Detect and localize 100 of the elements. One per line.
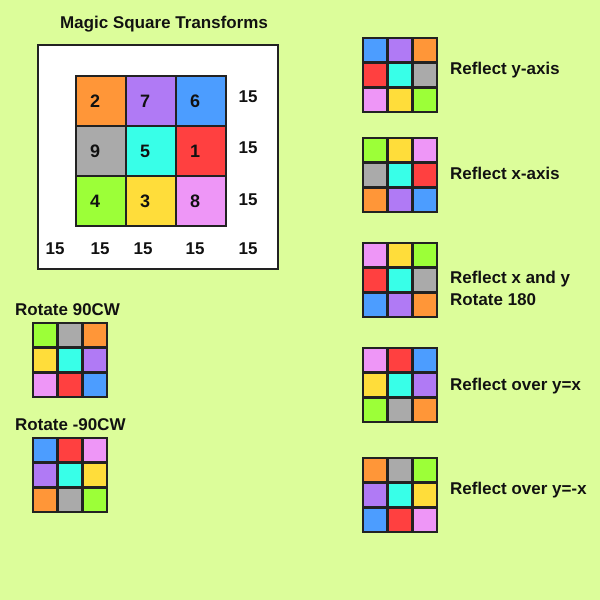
grid-cell	[387, 372, 413, 398]
grid-cell	[387, 187, 413, 213]
cell-number: 7	[140, 91, 150, 111]
grid-cell	[412, 87, 438, 113]
grid-cell	[82, 462, 108, 488]
grid-cell	[362, 347, 388, 373]
grid-cell	[82, 372, 108, 398]
sum-label: 15	[134, 239, 152, 259]
grid-cell	[57, 347, 83, 373]
grid-cell	[32, 462, 58, 488]
grid-cell	[75, 125, 127, 177]
grid-cell	[387, 267, 413, 293]
transform-label: Reflect over y=-x	[450, 478, 587, 500]
grid-cell	[362, 267, 388, 293]
grid-cell	[362, 62, 388, 88]
transform-label: Reflect x-axis	[450, 163, 560, 185]
cell-number: 3	[140, 191, 150, 211]
grid-cell	[57, 322, 83, 348]
sum-label: 15	[90, 239, 110, 259]
cell-number: 8	[190, 191, 200, 211]
grid-cell	[387, 507, 413, 533]
grid-cell	[387, 62, 413, 88]
transform-label: Rotate 90CW	[15, 299, 120, 321]
grid-cell	[412, 162, 438, 188]
grid-cell	[175, 125, 227, 177]
grid-cell	[82, 487, 108, 513]
grid-cell	[82, 437, 108, 463]
grid-cell	[75, 75, 127, 127]
sum-label: 15	[238, 239, 258, 259]
grid-cell	[32, 372, 58, 398]
grid-cell	[387, 37, 413, 63]
transform-label: Rotate 180	[450, 289, 536, 311]
transform-label: Reflect over y=x	[450, 374, 581, 396]
grid-cell	[362, 507, 388, 533]
color-grid	[32, 437, 108, 513]
transform-label: Reflect y-axis	[450, 58, 560, 80]
grid-cell	[387, 457, 413, 483]
grid-cell	[412, 37, 438, 63]
sum-label: 15	[238, 190, 258, 210]
cell-number: 4	[90, 191, 100, 211]
grid-cell	[362, 482, 388, 508]
color-grid	[32, 322, 108, 398]
grid-cell	[362, 242, 388, 268]
grid-cell	[75, 175, 127, 227]
grid-cell	[32, 322, 58, 348]
grid-cell	[57, 372, 83, 398]
sum-label: 15	[238, 138, 258, 158]
grid-cell	[412, 457, 438, 483]
cell-number: 2	[90, 91, 100, 111]
cell-number: 6	[190, 91, 200, 111]
grid-cell	[362, 162, 388, 188]
color-grid	[362, 137, 438, 213]
grid-cell	[362, 187, 388, 213]
grid-cell	[362, 37, 388, 63]
grid-cell	[387, 397, 413, 423]
transform-label: Reflect x and y	[450, 267, 570, 289]
grid-cell	[82, 347, 108, 373]
grid-cell	[57, 437, 83, 463]
grid-cell	[175, 75, 227, 127]
grid-cell	[57, 462, 83, 488]
grid-cell	[175, 175, 227, 227]
grid-cell	[387, 242, 413, 268]
grid-cell	[412, 507, 438, 533]
grid-cell	[362, 137, 388, 163]
grid-cell	[387, 347, 413, 373]
grid-cell	[412, 347, 438, 373]
grid-cell	[387, 87, 413, 113]
color-grid	[362, 347, 438, 423]
cell-number: 9	[90, 141, 100, 161]
grid-cell	[125, 175, 177, 227]
grid-cell	[362, 397, 388, 423]
diagram-title: Magic Square Transforms	[60, 12, 268, 34]
grid-cell	[387, 162, 413, 188]
grid-cell	[412, 397, 438, 423]
grid-cell	[362, 87, 388, 113]
grid-cell	[387, 482, 413, 508]
grid-cell	[57, 487, 83, 513]
grid-cell	[412, 62, 438, 88]
grid-cell	[412, 292, 438, 318]
color-grid	[362, 242, 438, 318]
grid-cell	[362, 372, 388, 398]
grid-cell	[412, 187, 438, 213]
transform-label: Rotate -90CW	[15, 414, 126, 436]
color-grid	[362, 37, 438, 113]
grid-cell	[125, 75, 177, 127]
grid-cell	[32, 347, 58, 373]
grid-cell	[387, 137, 413, 163]
grid-cell	[32, 437, 58, 463]
grid-cell	[32, 487, 58, 513]
cell-number: 5	[140, 141, 150, 161]
grid-cell	[412, 242, 438, 268]
square-panel	[37, 44, 279, 270]
sum-label: 15	[186, 239, 204, 259]
grid-cell	[412, 372, 438, 398]
grid-cell	[412, 137, 438, 163]
grid-cell	[412, 482, 438, 508]
grid-cell	[387, 292, 413, 318]
sum-label: 15	[238, 87, 258, 107]
grid-cell	[362, 457, 388, 483]
grid-cell	[362, 292, 388, 318]
